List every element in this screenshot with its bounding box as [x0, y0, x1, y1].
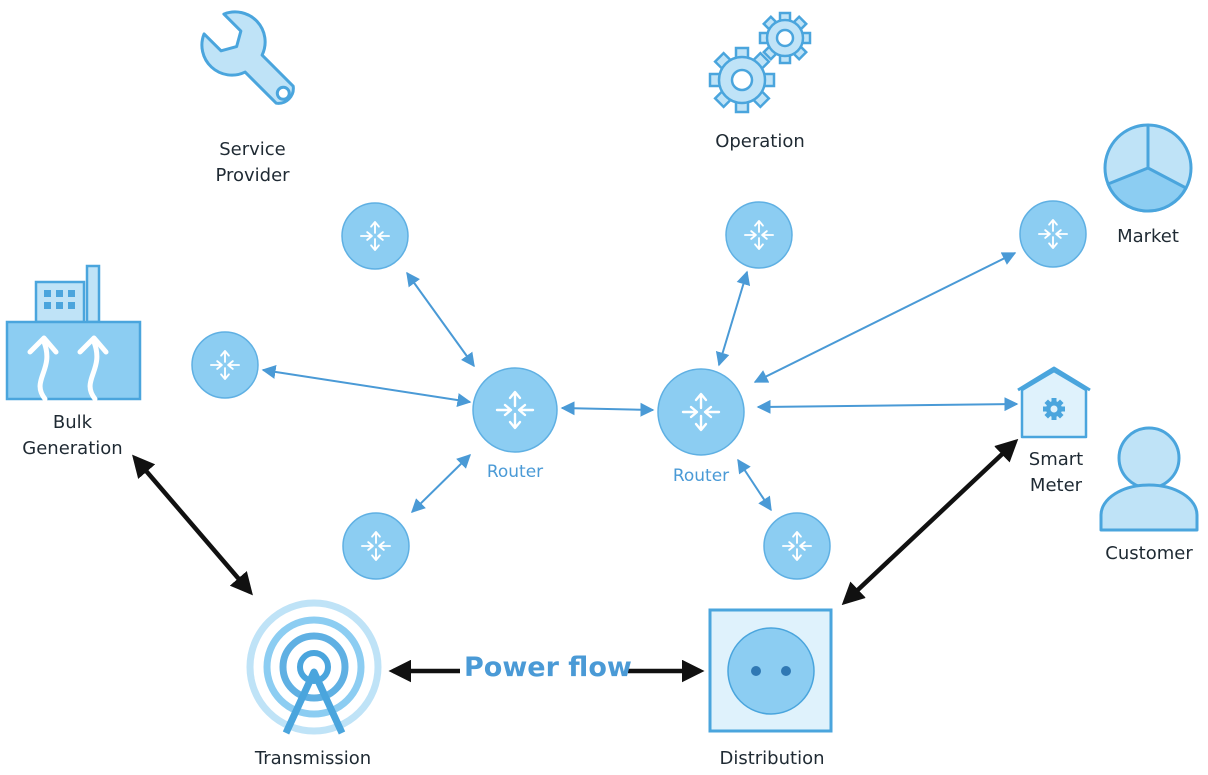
link-bulk-generation-to-transmission	[132, 454, 253, 596]
router-node-market	[1019, 200, 1087, 268]
router-node-bottom-left	[342, 512, 410, 580]
link-router-right-to-market-router	[753, 252, 1017, 383]
network-links	[261, 252, 1019, 513]
customer-person-icon	[1099, 426, 1199, 532]
router-node-left	[191, 331, 259, 399]
label-service-provider-line2: Provider	[215, 165, 290, 186]
link-router-right-to-top	[715, 270, 751, 367]
wrench-icon	[200, 10, 295, 105]
label-bulk-generation: Bulk Generation	[15, 410, 130, 462]
label-service-provider-line1: Service	[219, 139, 286, 160]
link-router-left-to-router-right	[560, 401, 655, 417]
label-smart-meter-line1: Smart	[1028, 449, 1084, 470]
router-node-top	[725, 201, 793, 269]
link-router-right-to-bottom-right	[737, 458, 772, 512]
link-distribution-to-smart-meter	[841, 438, 1019, 606]
label-power-flow: Power flow	[464, 652, 632, 683]
router-right	[657, 368, 745, 456]
transmission-tower-icon	[246, 599, 382, 735]
label-service-provider: Service Provider	[200, 137, 305, 189]
router-node-bottom-right	[763, 512, 831, 580]
router-node-top-left	[341, 202, 409, 270]
label-smart-meter-line2: Meter	[1029, 475, 1083, 496]
label-smart-meter: Smart Meter	[1010, 447, 1102, 499]
factory-icon	[5, 264, 142, 402]
pie-chart-icon	[1103, 123, 1193, 213]
label-transmission: Transmission	[254, 748, 372, 769]
label-router-left: Router	[486, 462, 544, 482]
link-router-right-to-smart-meter	[756, 397, 1019, 414]
label-customer: Customer	[1105, 543, 1193, 564]
router-left	[472, 367, 558, 453]
distribution-outlet-icon	[708, 608, 833, 733]
label-bulk-generation-line1: Bulk	[52, 412, 93, 433]
link-router-left-to-left	[261, 365, 472, 407]
gears-icon	[708, 11, 812, 114]
power-links	[132, 438, 1019, 683]
link-router-left-to-bottom-left	[411, 454, 471, 513]
label-market: Market	[1117, 226, 1179, 247]
smart-meter-house-icon	[1017, 366, 1091, 439]
label-bulk-generation-line2: Generation	[22, 438, 123, 459]
label-distribution: Distribution	[719, 748, 825, 769]
label-operation: Operation	[715, 131, 805, 152]
label-router-right: Router	[672, 466, 730, 486]
link-router-left-to-top-left	[406, 271, 475, 368]
